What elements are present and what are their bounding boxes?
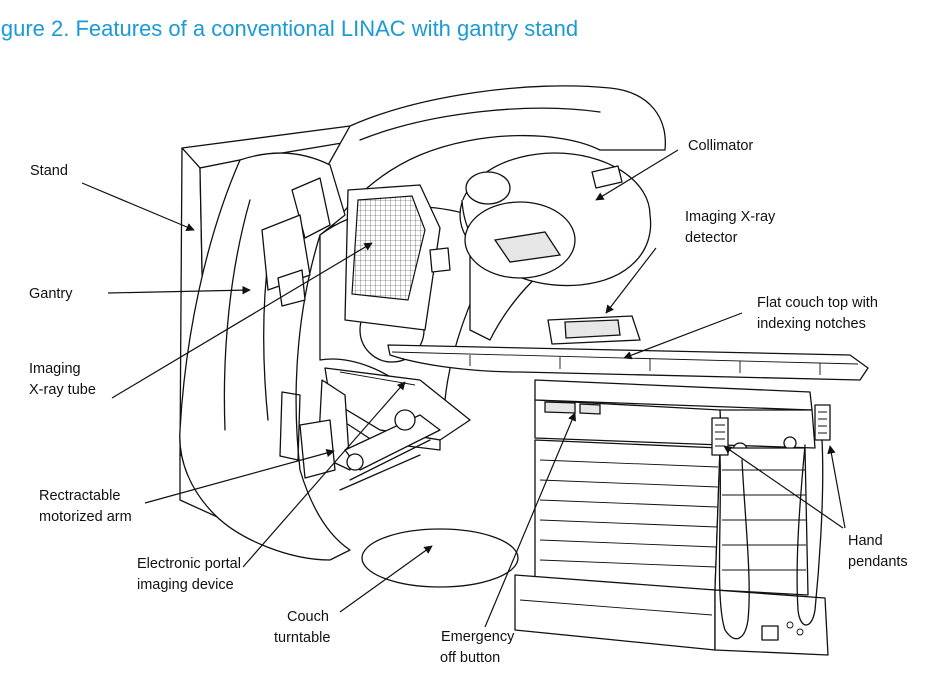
label-flat-couch-top-2: indexing notches (757, 316, 866, 332)
leader-flat-couch-top (623, 312, 743, 360)
label-imaging-xray-tube-2: X-ray tube (29, 382, 96, 398)
labels: Stand Gantry Imaging X-ray tube Rectract… (29, 138, 908, 666)
label-imaging-xray-detector-2: detector (685, 230, 738, 246)
label-emergency-off-2: off button (440, 650, 500, 666)
label-flat-couch-top-1: Flat couch top with (757, 295, 878, 311)
leader-gantry (107, 285, 251, 295)
label-epid-1: Electronic portal (137, 556, 241, 572)
leader-collimator (595, 149, 679, 201)
label-couch-turntable-2: turntable (274, 630, 330, 646)
label-imaging-xray-tube-1: Imaging (29, 361, 81, 377)
leader-couch-turntable (339, 545, 433, 613)
retractable-arm (279, 379, 441, 491)
leader-retractable-arm (144, 448, 335, 504)
imaging-xray-tube (261, 177, 451, 331)
leader-stand (81, 182, 195, 231)
label-retractable-arm-1: Rectractable (39, 488, 120, 504)
label-retractable-arm-2: motorized arm (39, 509, 132, 525)
leader-imaging-xray-tube (111, 242, 373, 399)
leader-lines (81, 149, 846, 628)
label-couch-turntable-1: Couch (287, 609, 329, 625)
label-hand-pendants-2: pendants (848, 554, 908, 570)
couch-turntable (361, 528, 519, 588)
couch-base (514, 379, 829, 656)
leader-hand-pendant-right (827, 445, 846, 529)
label-imaging-xray-detector-1: Imaging X-ray (685, 209, 776, 225)
imaging-xray-detector (547, 315, 641, 345)
leader-imaging-xray-detector (605, 247, 657, 314)
figure-title: igure 2. Features of a conventional LINA… (0, 16, 579, 41)
leader-hand-pendant-left (723, 445, 844, 529)
couch-top (387, 344, 869, 381)
label-gantry: Gantry (29, 286, 73, 302)
label-hand-pendants-1: Hand (848, 533, 883, 549)
collimator (459, 152, 652, 287)
label-stand: Stand (30, 163, 68, 179)
leader-epid (242, 381, 406, 568)
leader-emergency-off (484, 412, 576, 628)
label-emergency-off-1: Emergency (441, 629, 515, 645)
label-epid-2: imaging device (137, 577, 234, 593)
hand-pendants (711, 404, 831, 640)
label-collimator: Collimator (688, 138, 753, 154)
